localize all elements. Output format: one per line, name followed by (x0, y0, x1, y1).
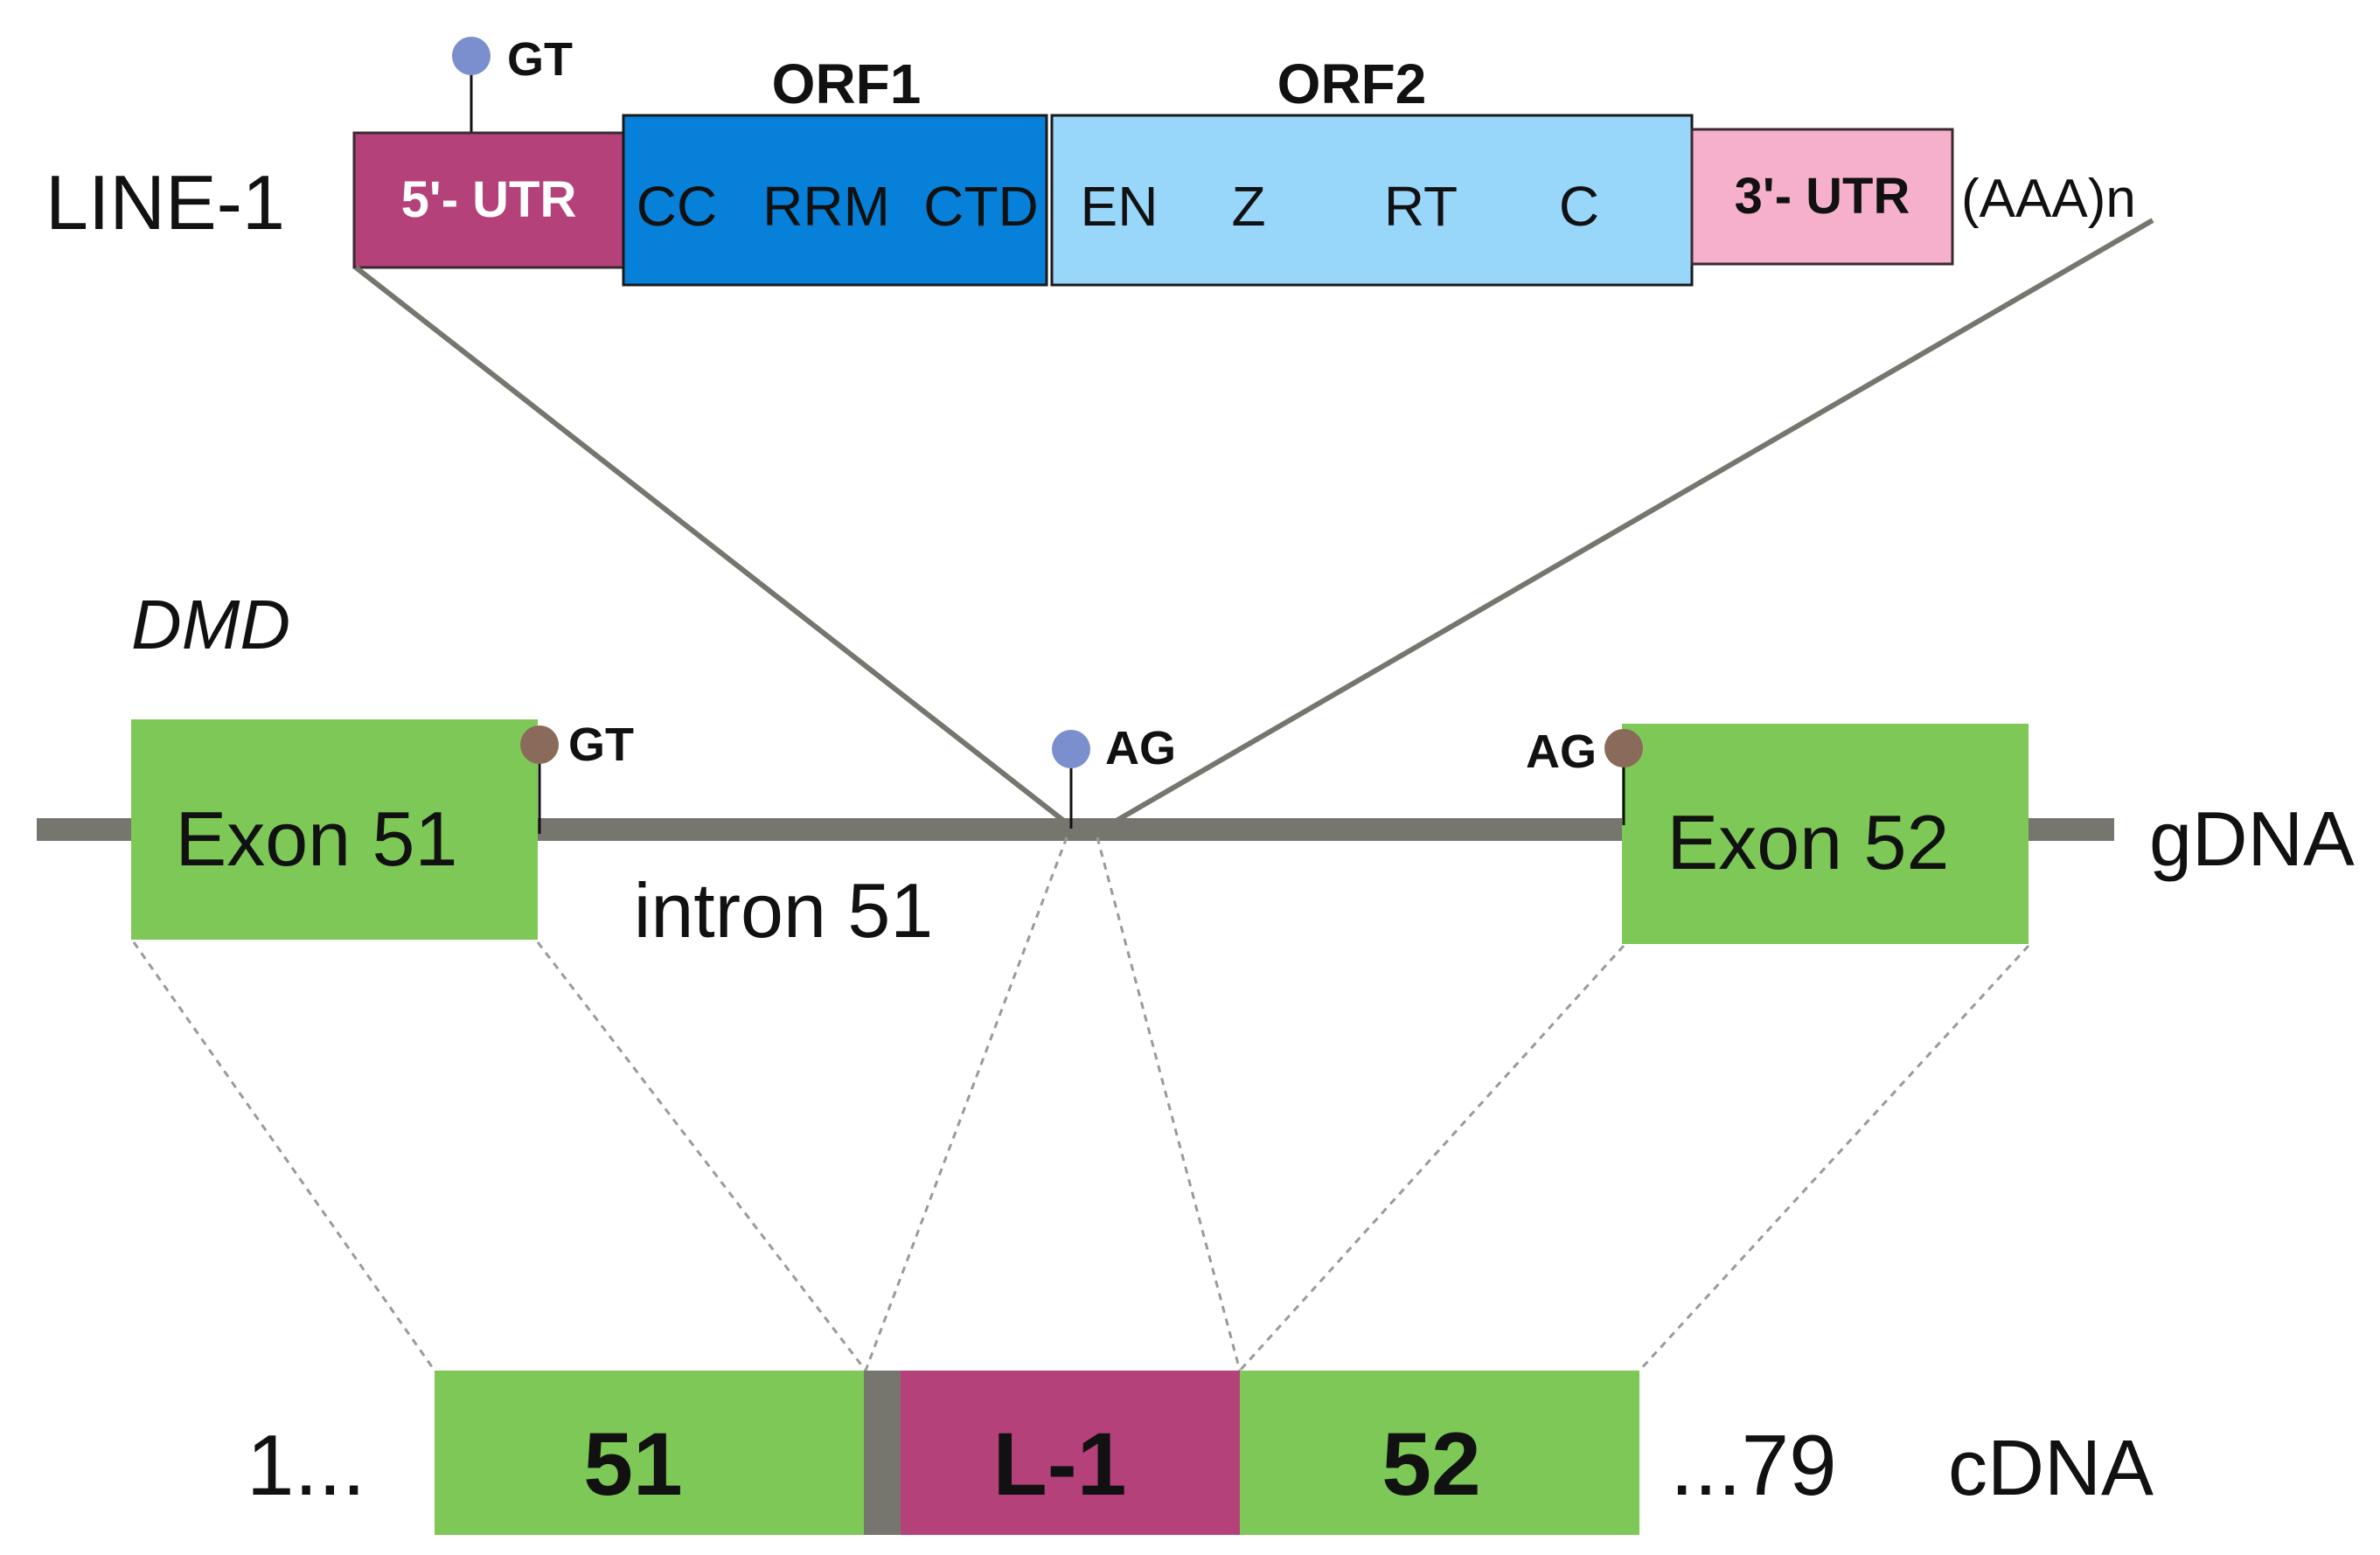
line1-gt-label: GT (507, 33, 573, 86)
orf2-domain-z: Z (1231, 175, 1265, 238)
orf1-domain-rrm: RRM (762, 175, 890, 238)
line1-gt-site-marker (452, 37, 491, 75)
cdna-transcript: 1... 51 L-1 52 ...79 cDNA (247, 1371, 2154, 1535)
dmd-genomic: DMD Exon 51 GT AG intron 51 Exon 52 AG g… (37, 586, 2355, 954)
exon52-box (1622, 724, 2029, 944)
orf1-box (622, 114, 1048, 287)
orf2-domain-en: EN (1081, 175, 1159, 238)
dmd-gene-label: DMD (131, 586, 290, 663)
line1-3utr-box (1690, 128, 1954, 266)
cdna-exon51-box (435, 1371, 867, 1535)
line1-3utr-label: 3'- UTR (1735, 168, 1910, 225)
cdna-exon51-label: 51 (583, 1414, 682, 1514)
insertion-line-right (1107, 218, 2154, 828)
cdna-exon52-label: 52 (1381, 1414, 1480, 1514)
exon51-gt-label: GT (568, 718, 634, 771)
proj-exon52-left (1238, 944, 1625, 1372)
cdna-insert-box (901, 1371, 1240, 1535)
orf1-domain-ctd: CTD (923, 175, 1039, 238)
polya-tail-label: (AAA)n (1961, 169, 2136, 229)
insert-ag-site-marker (1052, 730, 1090, 768)
proj-exon51-left (132, 941, 436, 1371)
gdna-label: gDNA (2149, 795, 2355, 882)
orf2-domain-rt: RT (1384, 175, 1458, 238)
insertion-line-left (354, 265, 1071, 828)
cdna-prefix: 1... (247, 1417, 365, 1513)
cdna-intron-retained (864, 1371, 901, 1535)
proj-insert-left (864, 837, 1068, 1371)
line1-label: LINE-1 (45, 159, 285, 246)
proj-insert-right (1096, 837, 1242, 1371)
insert-ag-label: AG (1105, 722, 1176, 774)
cdna-exon52-box (1240, 1371, 1639, 1535)
line1-element: LINE-1 GT 5'- UTR ORF1 CC RRM CTD ORF2 E… (45, 33, 2136, 287)
orf2-title: ORF2 (1277, 52, 1427, 115)
cdna-label: cDNA (1948, 1425, 2154, 1512)
exon51-box (131, 719, 538, 940)
exon52-label: Exon 52 (1667, 799, 1950, 885)
orf1-title: ORF1 (772, 52, 922, 115)
cdna-insert-label: L-1 (993, 1414, 1127, 1514)
exon52-ag-site-marker (1604, 729, 1643, 767)
line1-5utr-label: 5'- UTR (401, 171, 577, 228)
proj-exon51-right (536, 941, 867, 1371)
exon51-gt-site-marker (520, 725, 559, 764)
orf2-box (1050, 114, 1694, 287)
proj-exon52-right (1638, 944, 2030, 1372)
orf2-domain-c: C (1559, 175, 1599, 238)
intron51-label: intron 51 (634, 867, 933, 954)
projection-lines (132, 837, 2030, 1372)
exon52-ag-label: AG (1526, 725, 1597, 778)
cdna-suffix: ...79 (1670, 1417, 1837, 1513)
orf1-domain-cc: CC (637, 175, 717, 238)
exon51-label: Exon 51 (176, 795, 458, 882)
